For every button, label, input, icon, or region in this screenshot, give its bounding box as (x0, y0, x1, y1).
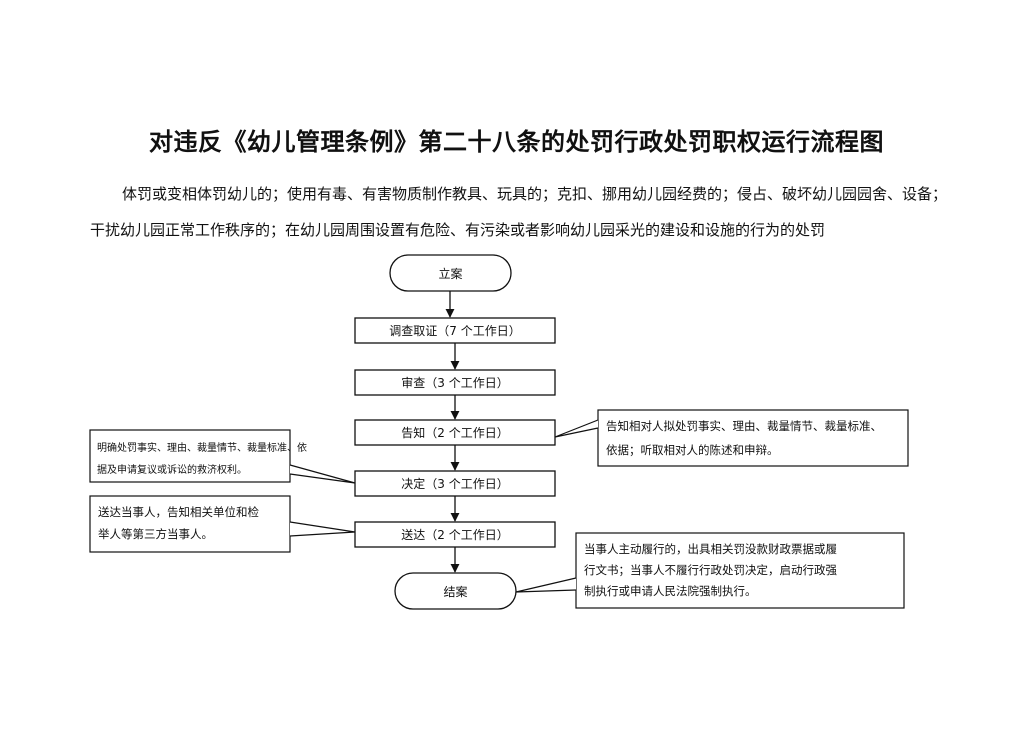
flow-start-node: 立案 (389, 254, 512, 292)
flow-end-label: 结案 (443, 584, 467, 599)
note-closing-line: 当事人主动履行的，出具相关罚没款财政票据或履 (584, 542, 837, 556)
note-inform-line: 告知相对人拟处罚事实、理由、裁量情节、裁量标准、 (606, 419, 882, 433)
note-delivery: 送达当事人，告知相关单位和检 举人等第三方当事人。 (89, 495, 356, 553)
flow-step-investigation: 调查取证（7 个工作日） (354, 317, 556, 344)
description-paragraph: 体罚或变相体罚幼儿的；使用有毒、有害物质制作教具、玩具的；克扣、挪用幼儿园经费的… (90, 185, 948, 239)
note-inform-line: 依据；听取相对人的陈述和申辩。 (606, 443, 779, 457)
note-decision-line: 明确处罚事实、理由、裁量情节、裁量标准、依 (97, 441, 307, 454)
flow-start-label: 立案 (438, 266, 462, 281)
note-closing: 当事人主动履行的，出具相关罚没款财政票据或履 行文书；当事人不履行行政处罚决定，… (515, 532, 905, 609)
flow-step-label: 告知（2 个工作日） (401, 426, 508, 440)
note-closing-line: 行文书；当事人不履行行政处罚决定，启动行政强 (584, 563, 837, 577)
note-delivery-line: 送达当事人，告知相关单位和检 (98, 505, 259, 519)
page-title: 对违反《幼儿管理条例》第二十八条的处罚行政处罚职权运行流程图 (149, 127, 884, 156)
flow-step-label: 审查（3 个工作日） (401, 375, 508, 390)
note-delivery-line: 举人等第三方当事人。 (98, 527, 213, 541)
note-decision-line: 据及申请复议或诉讼的救济权利。 (97, 463, 247, 476)
flow-arrows (445, 291, 460, 573)
flow-step-review: 审查（3 个工作日） (354, 369, 556, 396)
flow-step-label: 调查取证（7 个工作日） (389, 324, 520, 338)
flow-step-label: 决定（3 个工作日） (401, 476, 508, 491)
flow-step-inform: 告知（2 个工作日） (354, 419, 556, 446)
note-inform: 告知相对人拟处罚事实、理由、裁量情节、裁量标准、 依据；听取相对人的陈述和申辩。 (554, 409, 909, 467)
note-decision: 明确处罚事实、理由、裁量情节、裁量标准、依 据及申请复议或诉讼的救济权利。 (89, 429, 356, 484)
flow-step-delivery: 送达（2 个工作日） (354, 521, 556, 548)
flow-step-label: 送达（2 个工作日） (401, 527, 508, 542)
flow-end-node: 结案 (394, 572, 517, 610)
flow-step-decision: 决定（3 个工作日） (354, 470, 556, 497)
note-closing-line: 制执行或申请人民法院强制执行。 (584, 584, 757, 598)
